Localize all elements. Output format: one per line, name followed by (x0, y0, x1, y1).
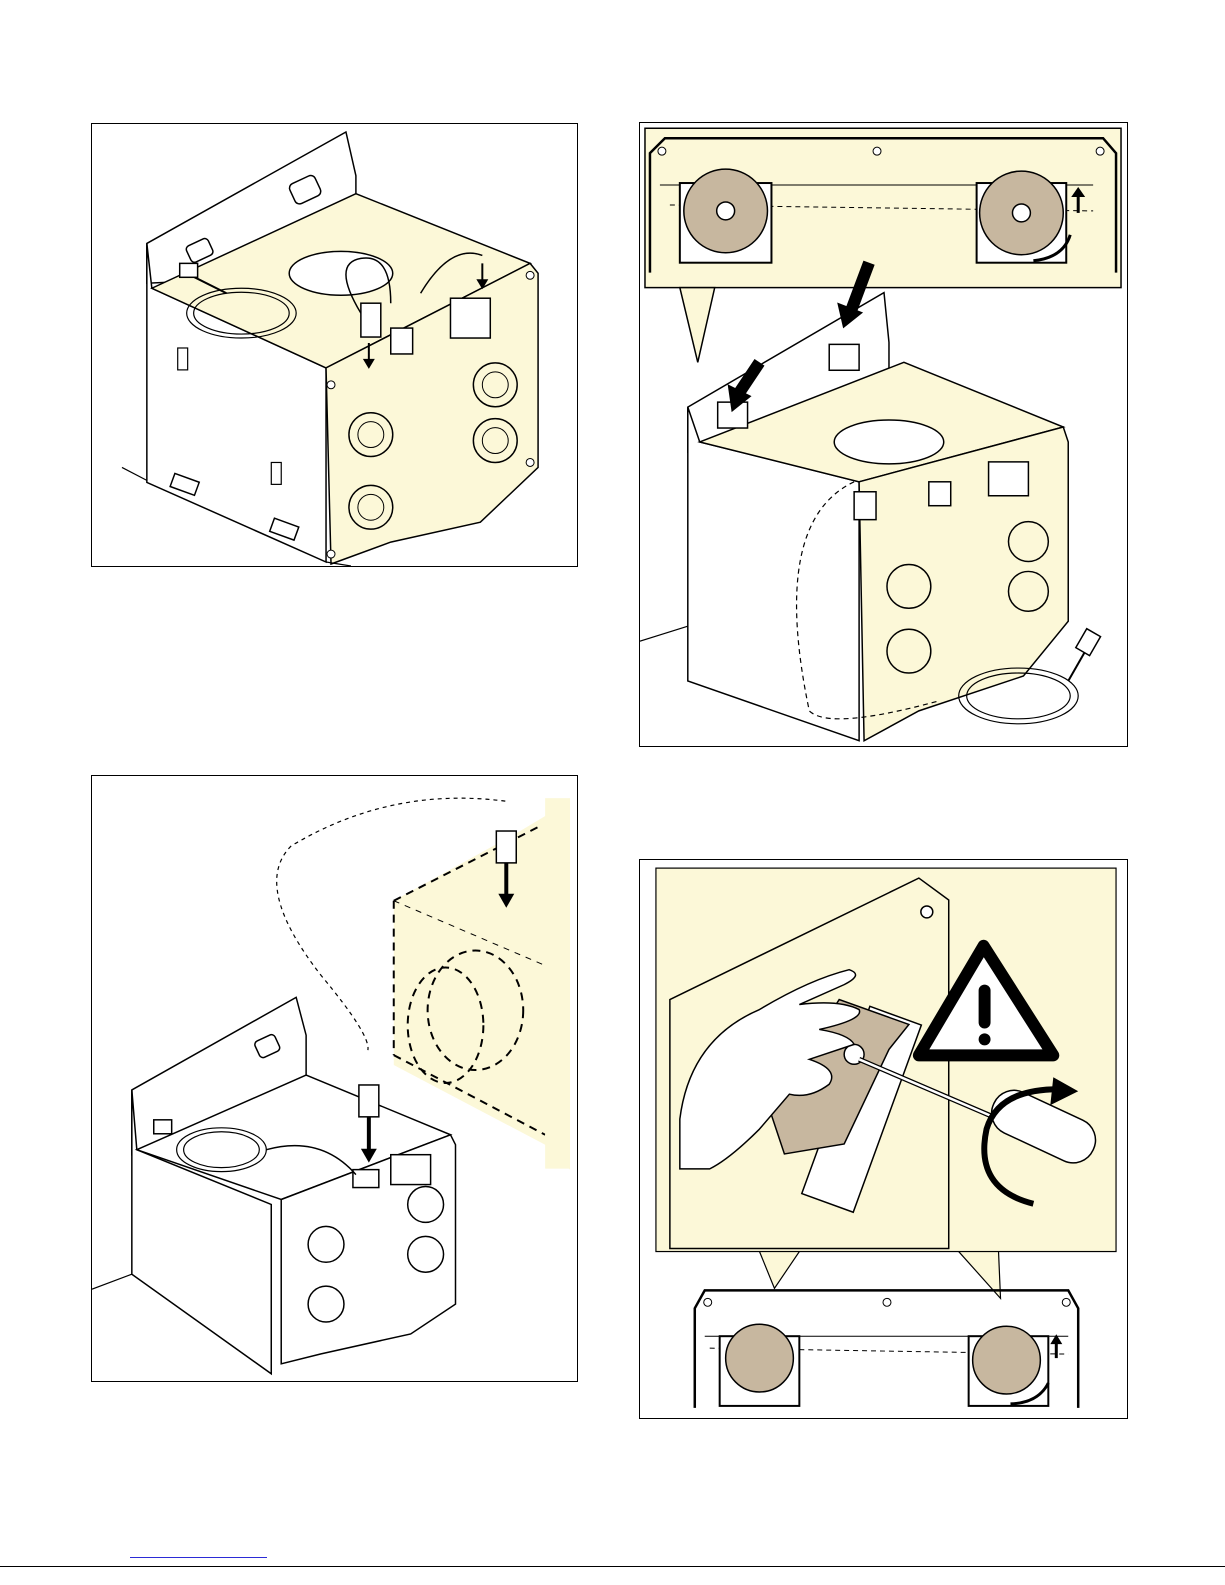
knob-tightening-illustration (640, 860, 1127, 1418)
figure-panel-3 (91, 775, 578, 1382)
appliance-box-illustration (92, 124, 577, 566)
cord-insertion-illustration (92, 776, 577, 1381)
figure-panel-4 (639, 859, 1128, 1419)
figure-panel-1 (91, 123, 578, 567)
mounting-bracket-illustration (640, 123, 1127, 746)
footer-link-underline (130, 1557, 267, 1558)
figure-panel-2 (639, 122, 1128, 747)
footer-rule (0, 1566, 1225, 1567)
